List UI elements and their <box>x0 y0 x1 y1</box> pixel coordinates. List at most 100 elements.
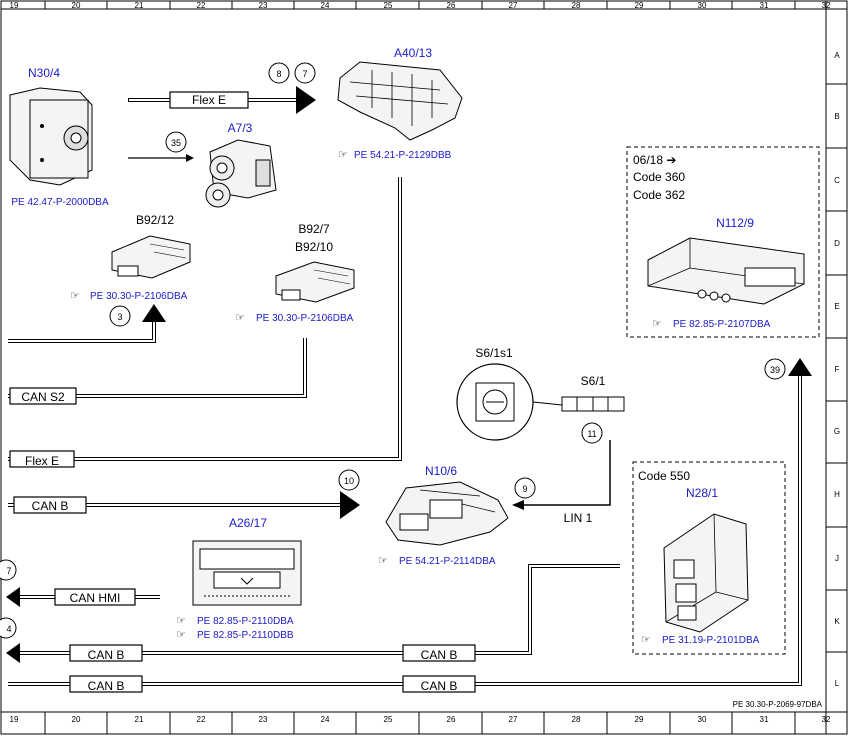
row-label: L <box>835 679 840 688</box>
component-b92-7: B92/7 B92/10 ☞ PE 30.30-P-2106DBA <box>235 222 355 324</box>
cable-label: CAN B <box>421 679 458 693</box>
row-label: F <box>835 365 840 374</box>
cable-flex-e-top: Flex E <box>128 86 316 114</box>
col-label: 21 <box>135 1 144 10</box>
component-ref: PE 82.85-P-2107DBA <box>673 319 771 330</box>
component-label: A26/17 <box>229 516 267 530</box>
callout-35: 35 <box>165 131 187 153</box>
col-label: 28 <box>572 1 581 10</box>
cable-label: Flex E <box>192 93 226 107</box>
hand-pointer-icon: ☞ <box>338 149 348 161</box>
callout-7: 7 <box>294 62 316 84</box>
col-label: 23 <box>259 715 268 724</box>
cable-label: CAN S2 <box>21 390 65 404</box>
col-label: 26 <box>447 1 456 10</box>
col-label: 28 <box>572 715 581 724</box>
row-label: H <box>834 490 840 499</box>
component-ref: PE 54.21-P-2129DBB <box>354 150 452 161</box>
cable-can-b-row-l: CAN B CAN B <box>8 358 812 693</box>
component-n28-1: Code 550 N28/1 ☞ PE 31.19-P-2101DBA <box>632 461 786 655</box>
component-ref: PE 82.85-P-2110DBA <box>197 616 294 627</box>
col-label: 30 <box>698 1 707 10</box>
hand-pointer-icon: ☞ <box>176 615 186 627</box>
hand-pointer-icon: ☞ <box>70 290 80 302</box>
callout-4-left: 4 <box>0 617 17 639</box>
component-label: A40/13 <box>394 46 432 60</box>
component-label: S6/1s1 <box>475 346 513 360</box>
hand-pointer-icon: ☞ <box>235 312 245 324</box>
callout-39: 39 <box>764 358 786 380</box>
component-label: N30/4 <box>28 66 60 80</box>
cable-can-b-1: CAN B <box>8 491 360 519</box>
code-note: Code 360 <box>633 170 685 184</box>
cable-label: CAN HMI <box>70 591 121 605</box>
col-label: 21 <box>135 715 144 724</box>
right-row-ruler: A B C D E F G H J K L <box>826 51 847 688</box>
code-note: Code 362 <box>633 188 685 202</box>
callout-9: 9 <box>514 477 536 499</box>
svg-text:11: 11 <box>587 429 596 439</box>
col-label: 32 <box>822 715 831 724</box>
col-label: 26 <box>447 715 456 724</box>
row-label: B <box>834 112 839 121</box>
col-label: 20 <box>72 715 81 724</box>
component-ref: PE 30.30-P-2106DBA <box>256 313 354 324</box>
component-n10-6: N10/6 ☞ PE 54.21-P-2114DBA <box>378 464 509 567</box>
component-label: N28/1 <box>686 486 718 500</box>
component-ref: PE 31.19-P-2101DBA <box>662 635 760 646</box>
row-label: J <box>835 554 839 563</box>
col-label: 22 <box>197 715 206 724</box>
hand-pointer-icon: ☞ <box>378 555 388 567</box>
cable-lin-1: LIN 1 <box>512 440 611 525</box>
callout-3: 3 <box>109 305 131 327</box>
svg-text:3: 3 <box>117 312 122 322</box>
col-label: 32 <box>822 1 831 10</box>
component-label: B92/7 <box>298 222 330 236</box>
component-ref: PE 42.47-P-2000DBA <box>11 197 109 208</box>
row-label: A <box>834 51 840 60</box>
col-label: 23 <box>259 1 268 10</box>
cable-label: CAN B <box>32 499 69 513</box>
cable-to-b92-12 <box>8 304 166 343</box>
component-label: S6/1 <box>581 374 606 388</box>
row-label: K <box>834 617 840 626</box>
svg-text:39: 39 <box>770 365 780 375</box>
col-label: 29 <box>635 1 644 10</box>
cable-label: CAN B <box>88 679 125 693</box>
row-label: E <box>834 302 839 311</box>
component-ref-2: PE 82.85-P-2110DBB <box>197 630 294 641</box>
arrow-to-a7-3 <box>128 154 194 162</box>
component-a26-17: A26/17 ☞ PE 82.85-P-2110DBA ☞ PE 82.85-P… <box>176 516 302 641</box>
diagram-footer-ref: PE 30.30-P-2069-97DBA <box>733 700 823 709</box>
component-label: A7/3 <box>228 121 253 135</box>
svg-text:10: 10 <box>344 476 354 486</box>
col-label: 24 <box>321 715 330 724</box>
component-n112-9: 06/18 ➔ Code 360 Code 362 N112/9 ☞ PE 82… <box>626 146 820 338</box>
cable-can-s2: CAN S2 <box>8 338 307 405</box>
code-note: Code 550 <box>638 469 690 483</box>
col-label: 24 <box>321 1 330 10</box>
component-a7-3: A7/3 <box>205 121 277 208</box>
component-ref: PE 54.21-P-2114DBA <box>399 556 496 567</box>
svg-text:7: 7 <box>6 566 11 576</box>
top-grid-ruler: 19 20 21 22 23 24 25 26 27 28 29 30 31 3… <box>10 1 831 10</box>
component-label: N112/9 <box>716 216 754 230</box>
hand-pointer-icon: ☞ <box>652 318 662 330</box>
component-label: N10/6 <box>425 464 457 478</box>
cable-can-hmi: CAN HMI <box>6 587 160 607</box>
col-label: 31 <box>760 1 769 10</box>
col-label: 22 <box>197 1 206 10</box>
component-label-2: B92/10 <box>295 240 333 254</box>
component-s6-1s1: S6/1s1 <box>456 346 563 441</box>
hand-pointer-icon: ☞ <box>641 634 651 646</box>
component-b92-12: B92/12 ☞ PE 30.30-P-2106DBA <box>70 213 191 302</box>
callout-7-left: 7 <box>0 559 17 581</box>
row-label: C <box>834 176 840 185</box>
col-label: 20 <box>72 1 81 10</box>
svg-text:9: 9 <box>522 484 527 494</box>
row-label: D <box>834 239 840 248</box>
col-label: 31 <box>760 715 769 724</box>
col-label: 25 <box>384 715 393 724</box>
code-note: 06/18 ➔ <box>633 153 676 167</box>
